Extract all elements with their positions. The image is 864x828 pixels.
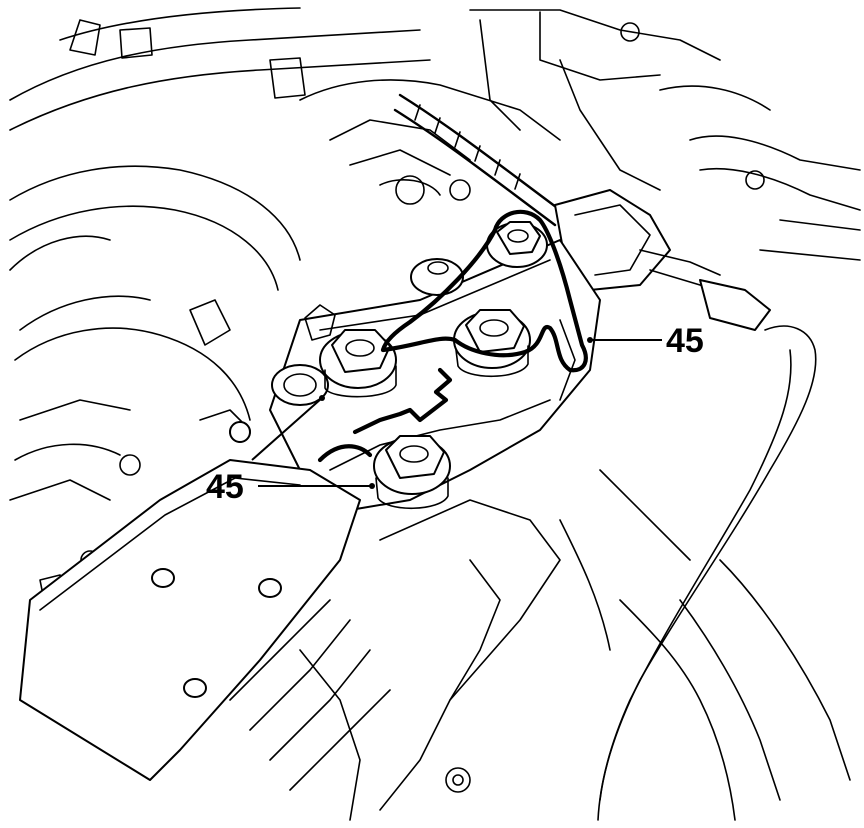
callout-label-upper-right: 45 <box>666 322 704 360</box>
bolt-lower <box>373 435 451 510</box>
callout-leaders <box>251 337 662 489</box>
callout-dot-lower-left-a <box>319 395 325 401</box>
bolt-rear <box>410 258 464 296</box>
bolt-center-left <box>319 329 397 398</box>
bolt-top <box>486 221 548 268</box>
callout-label-lower-left: 45 <box>206 468 244 506</box>
background-linework <box>9 7 861 821</box>
callout-leader-lower-left-a <box>251 397 323 461</box>
heat-shield-plate <box>19 459 391 791</box>
callout-labels: 45 45 <box>206 322 704 506</box>
callout-dot-lower-left-b <box>369 483 375 489</box>
callout-dot-upper-right <box>587 337 593 343</box>
mount-highlight-outline <box>317 209 588 463</box>
mount-bolts <box>319 221 548 510</box>
